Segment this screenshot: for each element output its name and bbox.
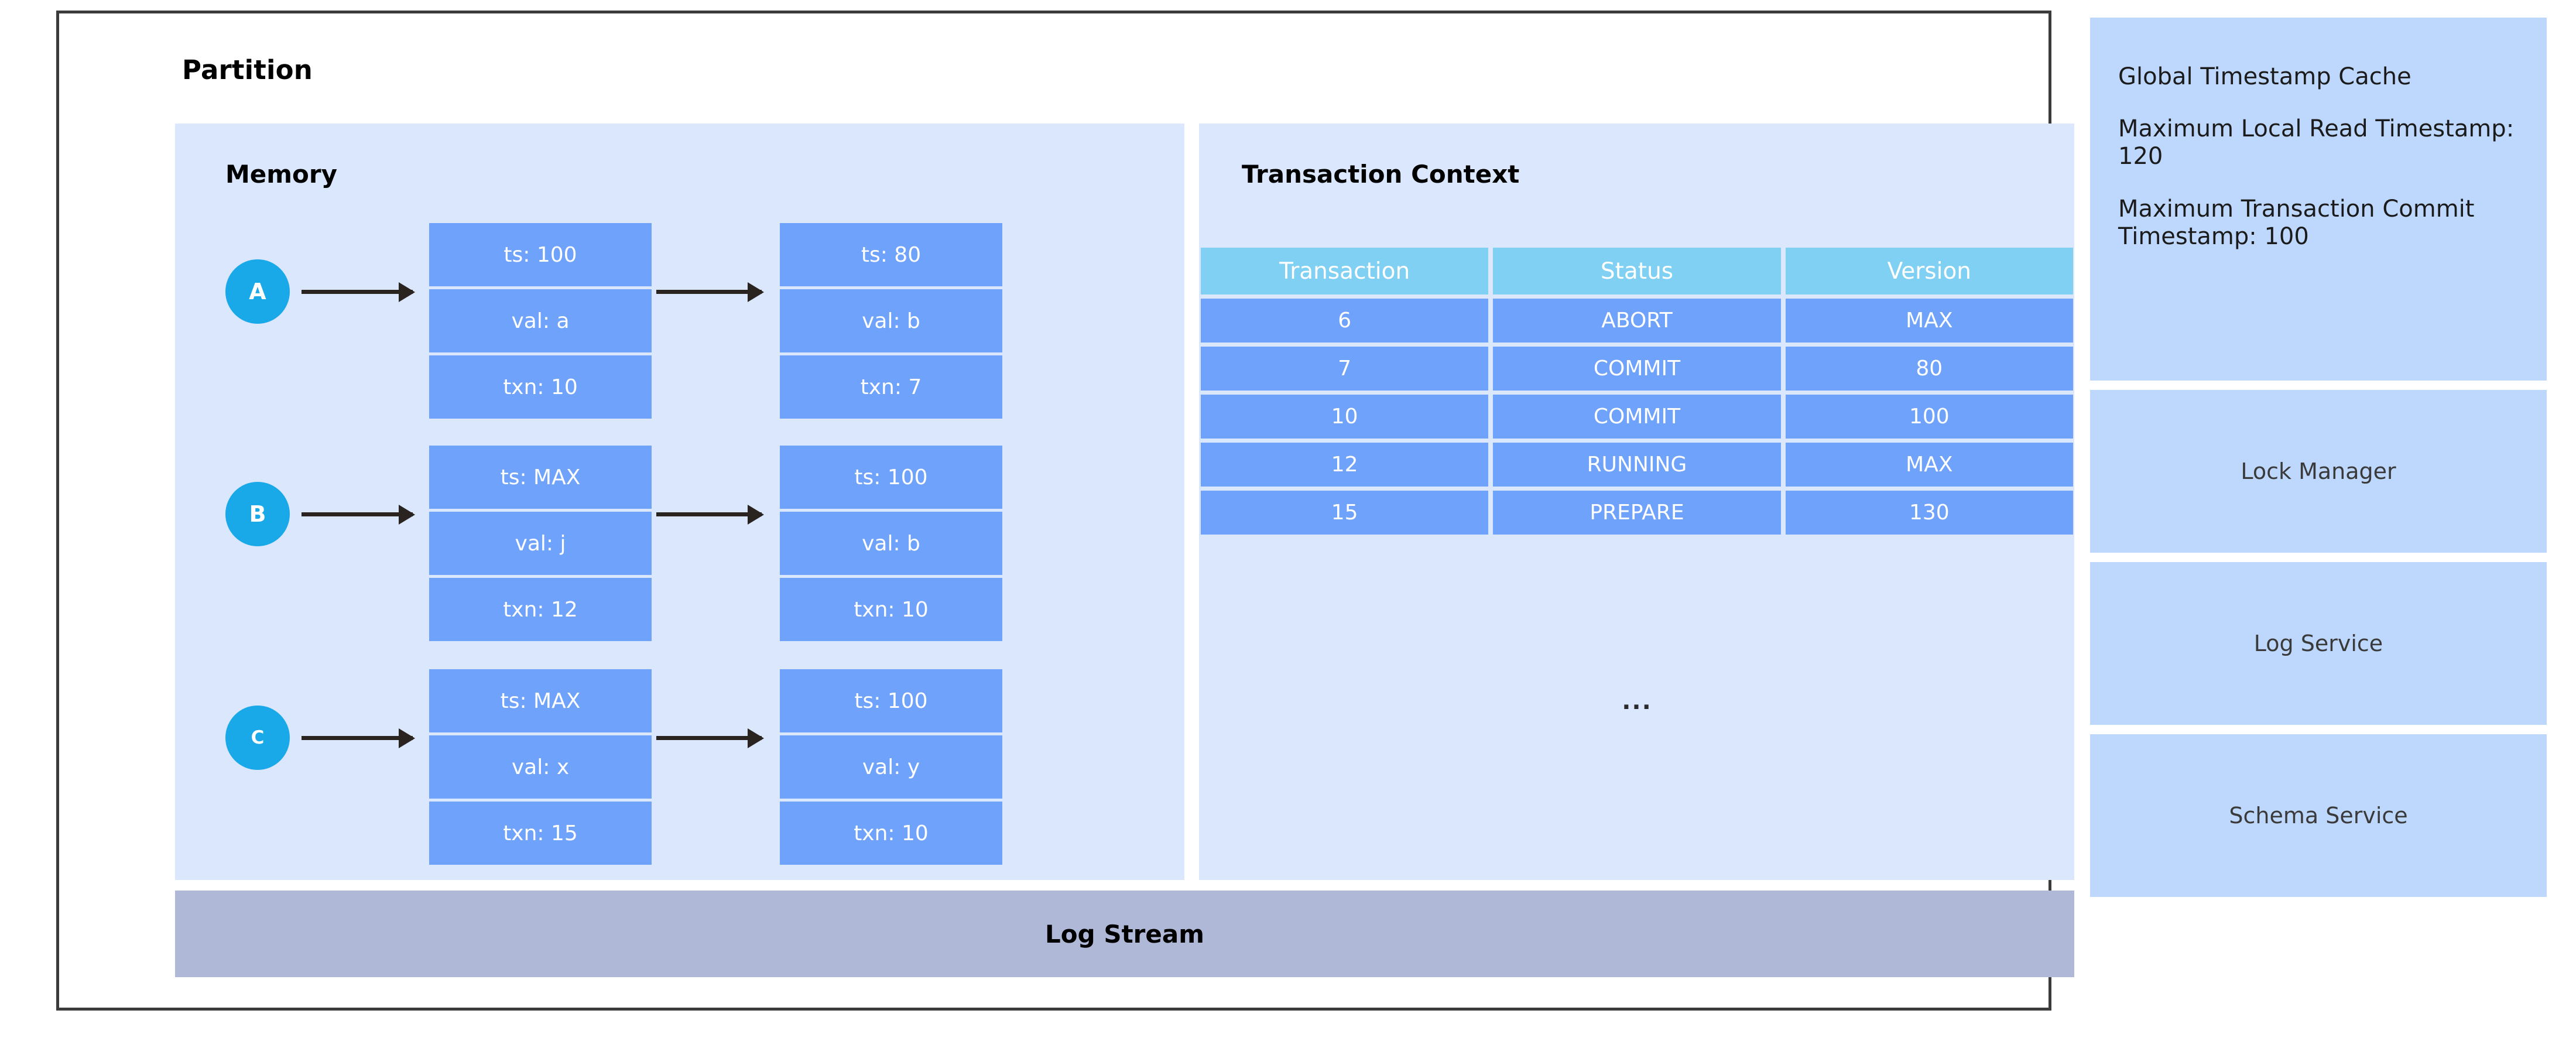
- version-cell-ts: ts: MAX: [429, 446, 652, 509]
- table-row[interactable]: 6 ABORT MAX: [1201, 299, 2073, 343]
- arrow-key-c-to-version-0: [302, 736, 413, 740]
- arrow-version-a0-to-a1: [656, 290, 762, 294]
- version-cell-val: val: a: [429, 289, 652, 352]
- memory-version-node-a-1[interactable]: ts: 80 val: b txn: 7: [780, 223, 1002, 419]
- memory-title: Memory: [225, 160, 337, 189]
- cell-status: ABORT: [1493, 299, 1781, 343]
- column-header-version: Version: [1785, 248, 2073, 295]
- arrow-key-a-to-version-0: [302, 290, 413, 294]
- cell-version: 80: [1785, 347, 2073, 391]
- transaction-context-title: Transaction Context: [1242, 160, 1520, 189]
- version-cell-val: val: j: [429, 512, 652, 575]
- cell-status: PREPARE: [1493, 491, 1781, 535]
- memory-version-node-b-1[interactable]: ts: 100 val: b txn: 10: [780, 446, 1002, 641]
- cell-transaction: 12: [1201, 443, 1489, 487]
- table-row[interactable]: 7 COMMIT 80: [1201, 347, 2073, 391]
- cell-transaction: 7: [1201, 347, 1489, 391]
- version-cell-ts: ts: 80: [780, 223, 1002, 286]
- column-header-status: Status: [1493, 248, 1781, 295]
- cell-transaction: 15: [1201, 491, 1489, 535]
- memory-key-circle-a[interactable]: A: [225, 259, 290, 324]
- memory-version-node-c-0[interactable]: ts: MAX val: x txn: 15: [429, 669, 652, 865]
- memory-panel: Memory A ts: 100 val: a txn: 10 ts: 80 v…: [175, 124, 1184, 880]
- partition-title: Partition: [182, 54, 313, 85]
- cell-transaction: 6: [1201, 299, 1489, 343]
- column-header-transaction: Transaction: [1201, 248, 1489, 295]
- cell-status: RUNNING: [1493, 443, 1781, 487]
- version-cell-ts: ts: 100: [780, 669, 1002, 732]
- version-cell-txn: txn: 7: [780, 355, 1002, 419]
- sidebar: Global Timestamp Cache Maximum Local Rea…: [2090, 18, 2547, 906]
- partition-frame: Partition Memory A ts: 100 val: a txn: 1…: [56, 11, 2074, 1011]
- memory-key-circle-b[interactable]: B: [225, 482, 290, 546]
- version-cell-txn: txn: 15: [429, 802, 652, 865]
- version-cell-ts: ts: 100: [780, 446, 1002, 509]
- arrow-version-c0-to-c1: [656, 736, 762, 740]
- cell-version: 130: [1785, 491, 2073, 535]
- timestamp-cache-title: Global Timestamp Cache: [2118, 63, 2411, 90]
- max-local-read-timestamp: Maximum Local Read Timestamp: 120: [2118, 115, 2515, 170]
- log-stream-bar: Log Stream: [175, 891, 2074, 977]
- version-cell-ts: ts: MAX: [429, 669, 652, 732]
- cell-version: MAX: [1785, 443, 2073, 487]
- version-cell-val: val: b: [780, 512, 1002, 575]
- transaction-context-panel: Transaction Context Transaction Status V…: [1199, 124, 2074, 880]
- memory-version-node-a-0[interactable]: ts: 100 val: a txn: 10: [429, 223, 652, 419]
- sidebar-item-log-service[interactable]: Log Service: [2090, 562, 2547, 725]
- version-cell-txn: txn: 10: [780, 578, 1002, 641]
- table-row[interactable]: 10 COMMIT 100: [1201, 395, 2073, 439]
- table-row[interactable]: 12 RUNNING MAX: [1201, 443, 2073, 487]
- cell-version: MAX: [1785, 299, 2073, 343]
- table-row[interactable]: 15 PREPARE 130: [1201, 491, 2073, 535]
- version-cell-txn: txn: 12: [429, 578, 652, 641]
- schema-service-label: Schema Service: [2229, 803, 2408, 828]
- version-cell-ts: ts: 100: [429, 223, 652, 286]
- arrow-key-b-to-version-0: [302, 512, 413, 516]
- log-service-label: Log Service: [2253, 631, 2383, 656]
- memory-key-circle-c[interactable]: C: [225, 706, 290, 770]
- sidebar-item-lock-manager[interactable]: Lock Manager: [2090, 390, 2547, 553]
- memory-version-node-c-1[interactable]: ts: 100 val: y txn: 10: [780, 669, 1002, 865]
- cell-version: 100: [1785, 395, 2073, 439]
- transaction-context-table: Transaction Status Version 6 ABORT MAX 7…: [1201, 248, 2073, 715]
- arrow-version-b0-to-b1: [656, 512, 762, 516]
- version-cell-val: val: y: [780, 735, 1002, 799]
- version-cell-val: val: b: [780, 289, 1002, 352]
- memory-version-node-b-0[interactable]: ts: MAX val: j txn: 12: [429, 446, 652, 641]
- cell-status: COMMIT: [1493, 347, 1781, 391]
- cell-transaction: 10: [1201, 395, 1489, 439]
- cell-status: COMMIT: [1493, 395, 1781, 439]
- table-overflow-indicator: ...: [1622, 688, 1652, 715]
- global-timestamp-cache-panel: Global Timestamp Cache Maximum Local Rea…: [2090, 18, 2547, 381]
- sidebar-item-schema-service[interactable]: Schema Service: [2090, 734, 2547, 897]
- table-header-row: Transaction Status Version: [1201, 248, 2073, 295]
- version-cell-txn: txn: 10: [780, 802, 1002, 865]
- version-cell-txn: txn: 10: [429, 355, 652, 419]
- lock-manager-label: Lock Manager: [2241, 458, 2396, 484]
- max-transaction-commit-timestamp: Maximum Transaction Commit Timestamp: 10…: [2118, 195, 2475, 250]
- version-cell-val: val: x: [429, 735, 652, 799]
